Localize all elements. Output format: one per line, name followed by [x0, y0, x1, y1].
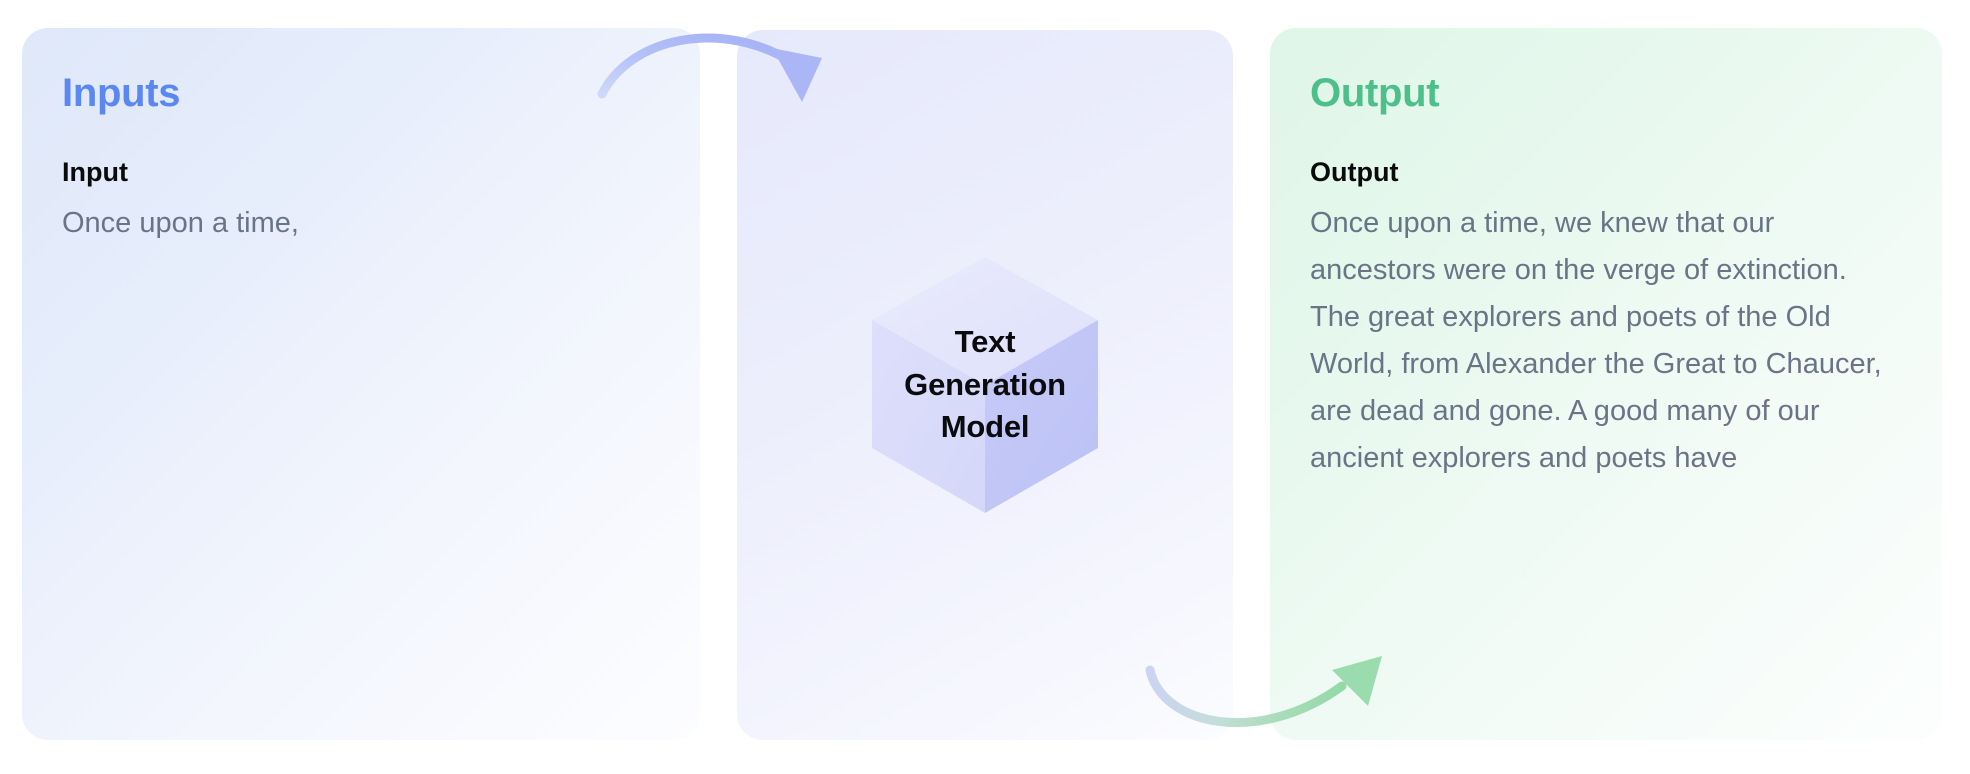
input-field-text: Once upon a time,	[62, 207, 299, 240]
model-cube-label: Text Generation Model	[904, 323, 1066, 445]
output-field-text: Once upon a time, we knew that our ances…	[1310, 207, 1882, 475]
output-field-label: Output	[1310, 157, 1399, 187]
input-field-label: Input	[62, 157, 128, 187]
model-panel: Text Generation Model	[737, 30, 1233, 740]
inputs-panel-title: Inputs	[62, 71, 181, 115]
output-panel: Output Output Once upon a time, we knew …	[1270, 28, 1942, 740]
inputs-panel: Inputs Input Once upon a time,	[22, 28, 700, 740]
output-panel-title: Output	[1310, 71, 1440, 115]
cube-icon	[872, 257, 1098, 513]
model-cube: Text Generation Model	[865, 254, 1105, 516]
